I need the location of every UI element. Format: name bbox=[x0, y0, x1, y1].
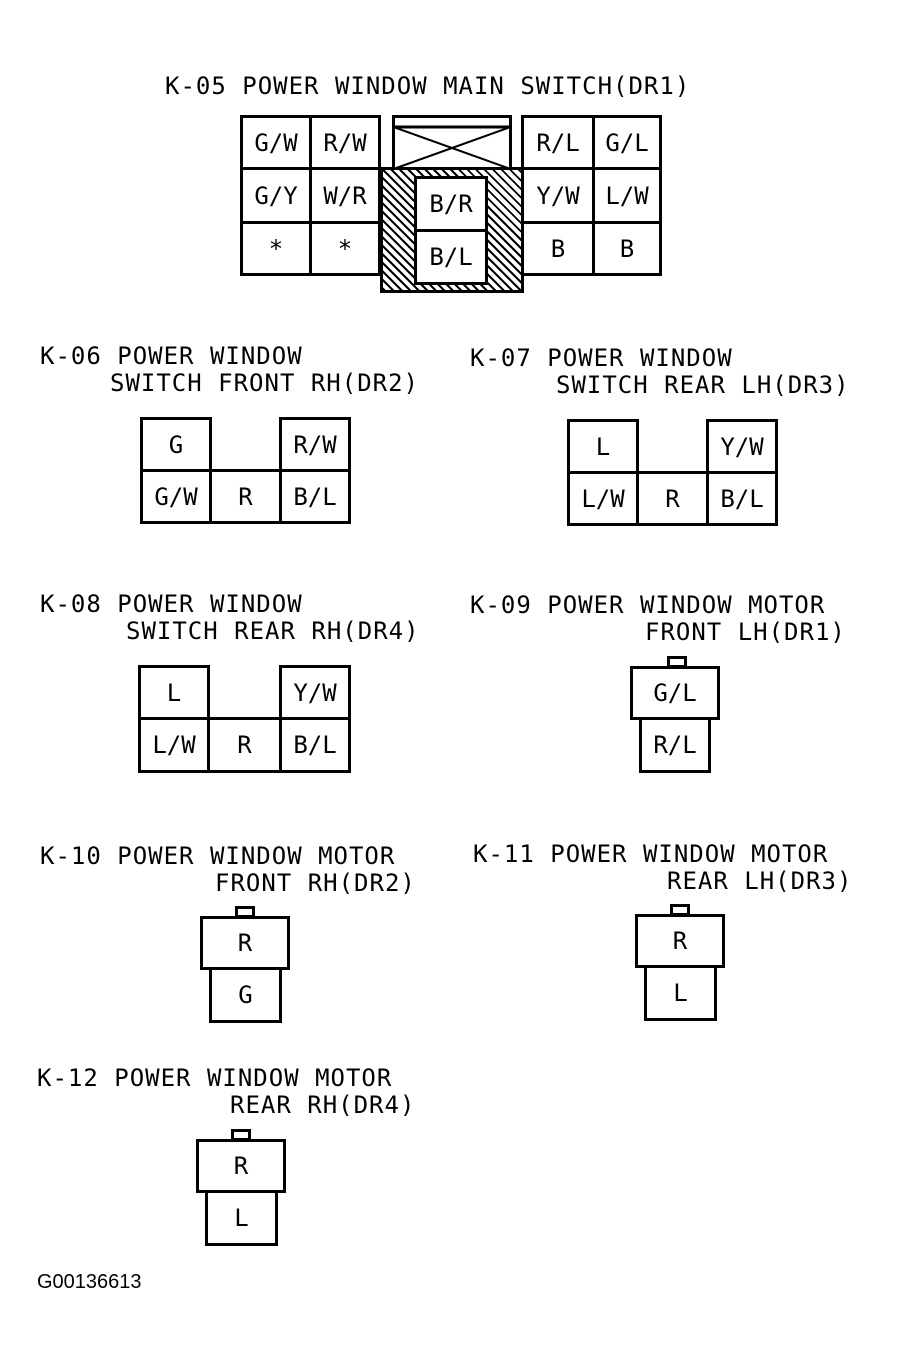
k05-pin: G/Y bbox=[240, 167, 312, 224]
k08-pin: B/L bbox=[279, 717, 351, 773]
k05-pin: G/W bbox=[240, 115, 312, 170]
k09-title: K-09 POWER WINDOW MOTOR bbox=[470, 591, 826, 619]
k11-subtitle: REAR LH(DR3) bbox=[667, 867, 853, 895]
k05-pin: Y/W bbox=[521, 167, 595, 224]
k12-subtitle: REAR RH(DR4) bbox=[230, 1091, 416, 1119]
k07-subtitle: SWITCH REAR LH(DR3) bbox=[556, 371, 850, 399]
k06-pin: R/W bbox=[279, 417, 351, 472]
k08-pin: L bbox=[138, 665, 210, 720]
k05-pin: * bbox=[240, 221, 312, 276]
k08-title: K-08 POWER WINDOW bbox=[40, 590, 303, 618]
k05-pin: L/W bbox=[592, 167, 662, 224]
k11-pin: R bbox=[635, 914, 725, 968]
k07-pin: L/W bbox=[567, 471, 639, 526]
k09-subtitle: FRONT LH(DR1) bbox=[645, 618, 846, 646]
k08-pin: Y/W bbox=[279, 665, 351, 720]
k10-pin: R bbox=[200, 916, 290, 970]
k07-title: K-07 POWER WINDOW bbox=[470, 344, 733, 372]
k05-pin: R/W bbox=[309, 115, 381, 170]
k08-pin: L/W bbox=[138, 717, 210, 773]
k11-title: K-11 POWER WINDOW MOTOR bbox=[473, 840, 829, 868]
k10-pin: G bbox=[209, 967, 282, 1023]
k06-pin: B/L bbox=[279, 469, 351, 524]
k10-subtitle: FRONT RH(DR2) bbox=[215, 869, 416, 897]
k10-title: K-10 POWER WINDOW MOTOR bbox=[40, 842, 396, 870]
k05-pin: B/L bbox=[414, 229, 488, 285]
k12-pin: L bbox=[205, 1190, 278, 1246]
k12-pin: R bbox=[196, 1139, 286, 1193]
k07-pin: L bbox=[567, 419, 639, 474]
k06-pin: G bbox=[140, 417, 212, 472]
k05-pin: B/R bbox=[414, 176, 488, 232]
k06-title: K-06 POWER WINDOW bbox=[40, 342, 303, 370]
k05-pin: W/R bbox=[309, 167, 381, 224]
k11-pin: L bbox=[644, 965, 717, 1021]
k05-pin: G/L bbox=[592, 115, 662, 170]
k05-pin: B bbox=[521, 221, 595, 276]
k06-pin: G/W bbox=[140, 469, 212, 524]
k12-title: K-12 POWER WINDOW MOTOR bbox=[37, 1064, 393, 1092]
k05-pin: * bbox=[309, 221, 381, 276]
k07-pin: B/L bbox=[706, 471, 778, 526]
k05-blank-cavity bbox=[392, 115, 512, 171]
k09-pin: G/L bbox=[630, 666, 720, 720]
figure-code: G00136613 bbox=[37, 1271, 142, 1293]
k06-pin: R bbox=[209, 469, 282, 524]
k07-pin: R bbox=[636, 471, 709, 526]
k05-pin: R/L bbox=[521, 115, 595, 170]
k06-subtitle: SWITCH FRONT RH(DR2) bbox=[110, 369, 419, 397]
k07-pin: Y/W bbox=[706, 419, 778, 474]
k08-pin: R bbox=[207, 717, 282, 773]
k05-title: K-05 POWER WINDOW MAIN SWITCH(DR1) bbox=[165, 72, 691, 100]
k05-pin: B bbox=[592, 221, 662, 276]
k09-pin: R/L bbox=[639, 717, 711, 773]
k08-subtitle: SWITCH REAR RH(DR4) bbox=[126, 617, 420, 645]
